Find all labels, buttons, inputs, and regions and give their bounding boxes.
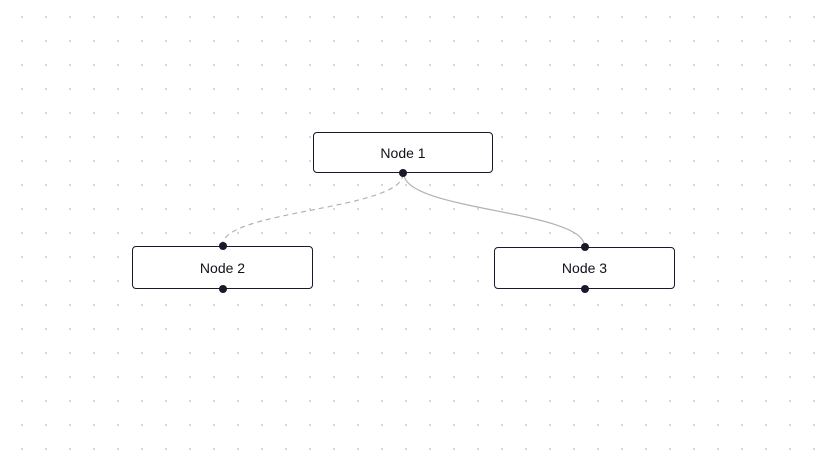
node-2-label: Node 2: [199, 259, 246, 276]
flow-node-2[interactable]: Node 2: [132, 242, 313, 293]
edge-node1-node2[interactable]: [221, 173, 404, 246]
flow-node-1[interactable]: Node 1: [313, 132, 493, 177]
node-2-source-handle[interactable]: [218, 285, 227, 293]
node-2-target-handle[interactable]: [218, 242, 227, 250]
node-3-label: Node 3: [561, 260, 608, 276]
node-3-target-handle[interactable]: [580, 243, 589, 251]
edge-node1-node3[interactable]: [403, 173, 586, 247]
flow-node-3[interactable]: Node 3: [494, 243, 675, 293]
node-1-source-handle[interactable]: [399, 169, 407, 177]
node-1-label: Node 1: [380, 144, 426, 161]
node-3-source-handle[interactable]: [580, 285, 589, 293]
